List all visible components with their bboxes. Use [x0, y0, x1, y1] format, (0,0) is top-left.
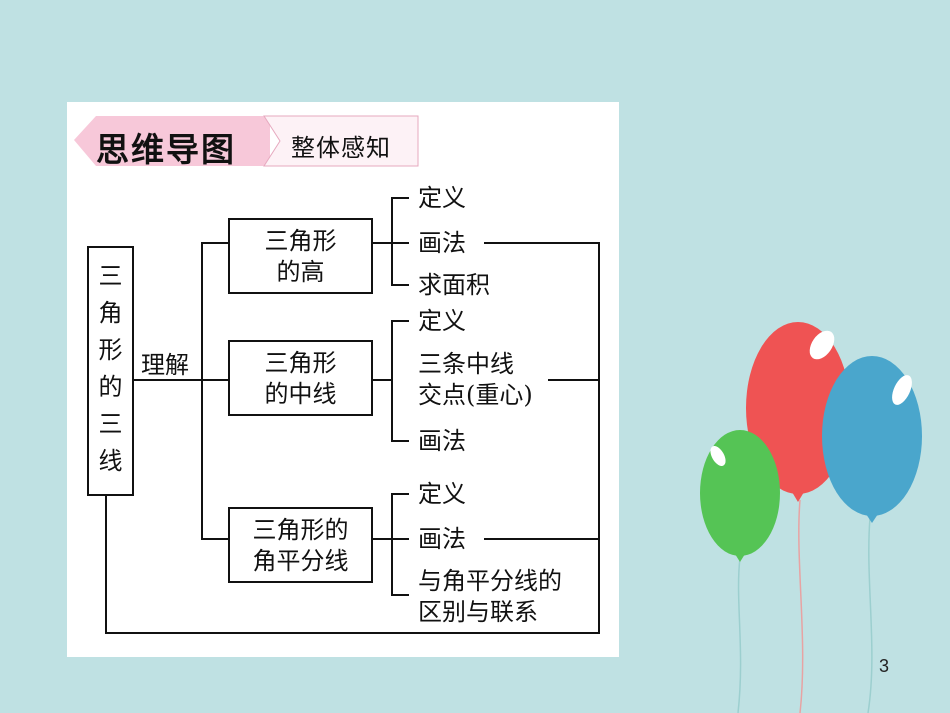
banner-title: 思维导图 — [96, 130, 236, 169]
connector-line — [105, 632, 600, 634]
branch-line: 角平分线 — [252, 547, 349, 575]
root-char: 形 — [98, 336, 123, 364]
page-number: 3 — [879, 656, 890, 676]
branch-line: 三角形 — [264, 227, 337, 255]
connector-line — [391, 242, 409, 244]
connector-line — [391, 320, 393, 442]
banner-subtitle: 整体感知 — [291, 134, 391, 162]
connector-line — [373, 538, 393, 540]
item-definition: 定义 — [418, 480, 466, 508]
item-definition: 定义 — [418, 307, 466, 335]
connector-line — [134, 379, 203, 381]
item-centroid: 交点(重心) — [418, 381, 533, 409]
branch-line: 三角形 — [264, 349, 337, 377]
connector-line — [373, 242, 393, 244]
understand-label: 理解 — [141, 351, 189, 379]
item-three-medians: 三条中线 — [418, 350, 514, 378]
item-area: 求面积 — [418, 271, 490, 299]
connector-line — [598, 242, 600, 634]
connector-line — [391, 197, 409, 199]
item-drawing: 画法 — [418, 229, 466, 257]
connector-line — [391, 197, 393, 286]
branch-line: 的高 — [276, 258, 325, 286]
connector-line — [391, 284, 409, 286]
connector-line — [201, 538, 229, 540]
branch-node-median: 三角形 的中线 — [228, 340, 373, 416]
root-char: 的 — [98, 373, 123, 401]
connector-line — [484, 242, 600, 244]
branch-node-altitude: 三角形 的高 — [228, 218, 373, 294]
root-node: 三 角 形 的 三 线 — [87, 246, 134, 496]
item-drawing: 画法 — [418, 525, 466, 553]
root-char: 三 — [98, 410, 123, 438]
banner-shape — [74, 115, 419, 167]
connector-line — [391, 320, 409, 322]
branch-line: 的中线 — [264, 380, 337, 408]
item-relation: 区别与联系 — [418, 598, 538, 626]
connector-line — [105, 496, 107, 634]
blue-balloon — [822, 356, 922, 523]
connector-line — [373, 379, 393, 381]
connector-line — [391, 440, 409, 442]
root-char: 三 — [98, 262, 123, 290]
balloon-string — [737, 557, 742, 713]
balloon-string — [798, 499, 804, 713]
item-relation: 与角平分线的 — [418, 567, 562, 595]
branch-line: 三角形的 — [252, 516, 349, 544]
connector-line — [548, 379, 600, 381]
root-char: 角 — [98, 299, 123, 327]
connector-line — [201, 242, 203, 540]
connector-line — [391, 493, 393, 596]
root-char: 线 — [98, 447, 123, 475]
connector-line — [391, 594, 409, 596]
item-definition: 定义 — [418, 184, 466, 212]
green-balloon — [700, 430, 780, 562]
balloon-string — [867, 517, 873, 713]
branch-node-angle-bisector: 三角形的 角平分线 — [228, 507, 373, 583]
connector-line — [484, 538, 600, 540]
connector-line — [201, 379, 229, 381]
connector-line — [391, 493, 409, 495]
connector-line — [391, 538, 409, 540]
item-drawing: 画法 — [418, 427, 466, 455]
connector-line — [201, 242, 229, 244]
